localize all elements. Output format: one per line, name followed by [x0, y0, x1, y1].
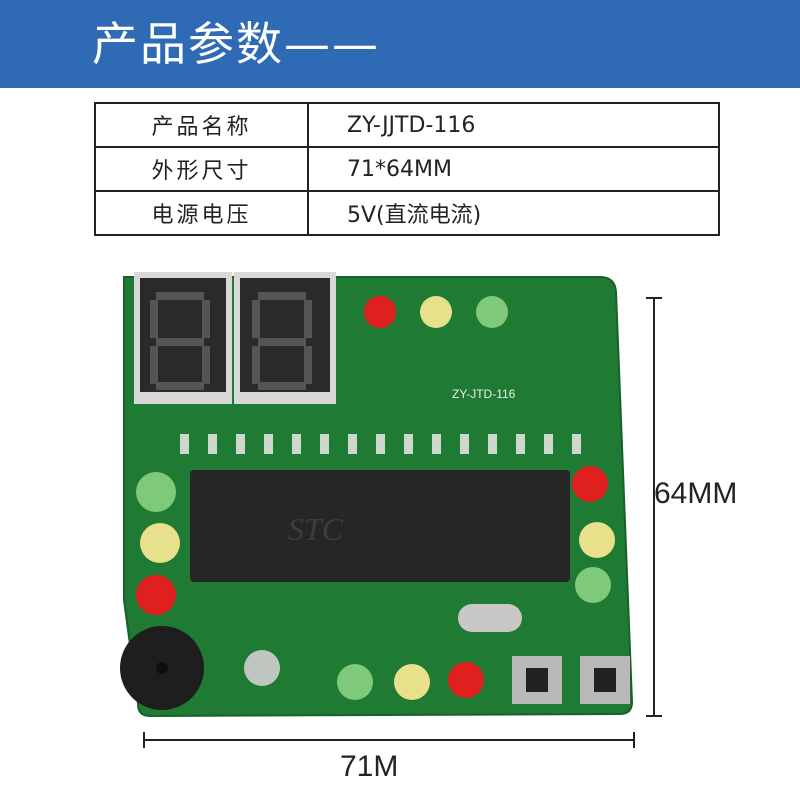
led-yellow — [394, 664, 430, 700]
led-green — [476, 296, 508, 328]
buzzer-hole — [156, 662, 168, 674]
capacitor — [244, 650, 280, 686]
microcontroller-chip: STC — [190, 470, 570, 582]
led-green — [575, 567, 611, 603]
seven-segment-display — [134, 272, 232, 404]
spec-value: 5V(直流电流) — [307, 190, 720, 236]
table-row: 外形尺寸 71*64MM — [94, 146, 720, 192]
table-row: 电源电压 5V(直流电流) — [94, 190, 720, 236]
spec-table: 产品名称 ZY-JJTD-116 外形尺寸 71*64MM 电源电压 5V(直流… — [94, 102, 720, 236]
header-banner: 产品参数—— — [0, 0, 800, 88]
led-red — [448, 662, 484, 698]
spec-label: 外形尺寸 — [94, 146, 309, 192]
height-dimension-line — [646, 297, 662, 717]
spec-label: 电源电压 — [94, 190, 309, 236]
led-red — [364, 296, 396, 328]
led-yellow — [420, 296, 452, 328]
seven-segment-display — [234, 272, 336, 404]
led-red — [136, 575, 176, 615]
led-green — [337, 664, 373, 700]
board-model-text: ZY-JTD-116 — [452, 387, 516, 401]
page-title: 产品参数—— — [92, 17, 380, 71]
chip-marking: STC — [288, 511, 344, 547]
push-button-k1 — [512, 656, 562, 704]
spec-value: 71*64MM — [307, 146, 720, 192]
led-red — [572, 466, 608, 502]
led-yellow — [140, 523, 180, 563]
table-row: 产品名称 ZY-JJTD-116 — [94, 102, 720, 148]
led-yellow — [579, 522, 615, 558]
crystal-oscillator — [458, 604, 522, 632]
width-dimension-label: 71M — [340, 750, 399, 783]
resistor-row — [180, 434, 581, 454]
height-dimension-label: 64MM — [654, 477, 738, 510]
push-button-k2 — [580, 656, 630, 704]
spec-value: ZY-JJTD-116 — [307, 102, 720, 148]
width-dimension-line — [143, 732, 635, 748]
led-green — [136, 472, 176, 512]
spec-label: 产品名称 — [94, 102, 309, 148]
